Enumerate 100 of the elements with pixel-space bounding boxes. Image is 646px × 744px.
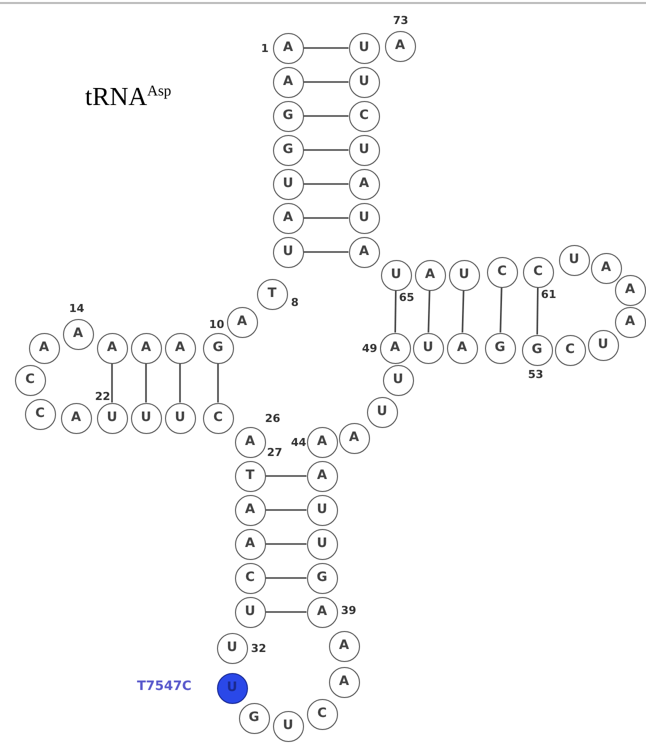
base-pair-line — [462, 290, 464, 333]
position-number: 8 — [291, 297, 299, 309]
position-number: 49 — [362, 343, 378, 355]
base-pair-line — [304, 251, 348, 253]
nucleotide-circle — [272, 236, 304, 268]
base-pair-line — [179, 364, 181, 402]
nucleotide-circle — [306, 528, 338, 560]
nucleotide-circle — [28, 332, 60, 364]
base-letter: C — [496, 262, 508, 280]
base-letter: U — [358, 38, 370, 56]
nucleotide-circle — [306, 698, 338, 730]
base-letter: A — [70, 408, 82, 426]
nucleotide-circle — [614, 274, 646, 306]
nucleotide-circle — [130, 332, 162, 364]
base-letter: T — [244, 466, 256, 484]
base-letter: U — [358, 140, 370, 158]
base-letter: A — [106, 338, 118, 356]
base-letter: A — [72, 324, 84, 342]
base-letter: U — [106, 408, 118, 426]
nucleotide-circle — [226, 306, 258, 338]
base-letter: A — [316, 466, 328, 484]
base-letter: U — [316, 534, 328, 552]
base-letter: A — [456, 338, 468, 356]
base-letter: G — [530, 340, 544, 358]
nucleotide-circle — [614, 306, 646, 338]
base-pair-line — [304, 47, 348, 49]
base-letter: U — [422, 338, 434, 356]
nucleotide-circle — [338, 422, 370, 454]
position-number: 14 — [69, 303, 84, 315]
nucleotide-circle — [272, 66, 304, 98]
base-letter: C — [532, 262, 544, 280]
position-number: 39 — [341, 605, 356, 617]
base-letter: C — [358, 106, 370, 124]
base-letter: G — [282, 140, 294, 158]
base-letter: U — [376, 402, 388, 420]
base-pair-line — [266, 611, 306, 613]
nucleotide-circle — [234, 528, 266, 560]
base-letter: U — [282, 716, 294, 734]
base-letter: A — [348, 428, 360, 446]
nucleotide-circle — [348, 202, 380, 234]
base-letter: A — [338, 636, 350, 654]
nucleotide-circle — [382, 364, 414, 396]
base-letter: U — [282, 242, 294, 260]
base-letter: U — [458, 266, 470, 284]
base-pair-line — [536, 287, 539, 335]
base-letter: U — [140, 408, 152, 426]
position-number: 44 — [291, 437, 306, 449]
base-letter: C — [24, 370, 36, 388]
base-letter: C — [244, 568, 256, 586]
position-number: 61 — [541, 289, 556, 301]
nucleotide-circle — [272, 710, 304, 742]
nucleotide-circle — [412, 332, 444, 364]
nucleotide-circle — [558, 244, 590, 276]
base-letter: A — [316, 432, 328, 450]
base-pair-line — [304, 217, 348, 219]
nucleotide-circle — [60, 402, 92, 434]
nucleotide-circle — [414, 260, 446, 290]
nucleotide-circle — [306, 562, 338, 594]
nucleotide-circle — [446, 332, 478, 364]
nucleotide-circle — [96, 332, 128, 364]
base-letter: A — [624, 280, 636, 298]
nucleotide-circle — [234, 596, 266, 628]
nucleotide-circle — [554, 334, 586, 366]
position-number: 32 — [251, 643, 266, 655]
nucleotide-circle — [24, 398, 56, 430]
base-letter: C — [34, 404, 46, 422]
base-letter: G — [282, 106, 294, 124]
base-pair-line — [500, 287, 502, 333]
base-letter: U — [244, 602, 256, 620]
base-letter: A — [282, 208, 294, 226]
nucleotide-circle — [348, 32, 380, 64]
nucleotide-circle — [306, 494, 338, 526]
base-letter: U — [568, 250, 580, 268]
base-pair-line — [304, 81, 348, 83]
base-pair-line — [266, 509, 306, 511]
position-number: 65 — [399, 292, 414, 304]
base-letter: U — [358, 208, 370, 226]
nucleotide-circle — [590, 252, 622, 284]
base-letter: U — [316, 500, 328, 518]
base-letter: A — [424, 266, 436, 284]
base-pair-line — [266, 475, 306, 477]
base-letter: A — [140, 338, 152, 356]
position-number: 27 — [267, 447, 282, 459]
base-pair-line — [266, 543, 306, 545]
base-letter: A — [38, 338, 50, 356]
nucleotide-circle — [130, 402, 162, 434]
base-letter: A — [236, 312, 248, 330]
title: tRNA$^{Asp}$ — [85, 82, 172, 112]
base-letter: U — [174, 408, 186, 426]
base-letter: U — [226, 678, 238, 696]
base-pair-line — [145, 364, 147, 402]
base-pair-line — [304, 183, 348, 185]
base-letter: A — [316, 602, 328, 620]
position-number: 10 — [209, 319, 224, 331]
nucleotide-circle — [272, 134, 304, 166]
base-pair-line — [217, 364, 219, 402]
base-pair-line — [111, 364, 113, 402]
nucleotide-circle — [14, 364, 46, 396]
nucleotide-circle — [348, 66, 380, 98]
base-pair-line — [394, 290, 397, 333]
